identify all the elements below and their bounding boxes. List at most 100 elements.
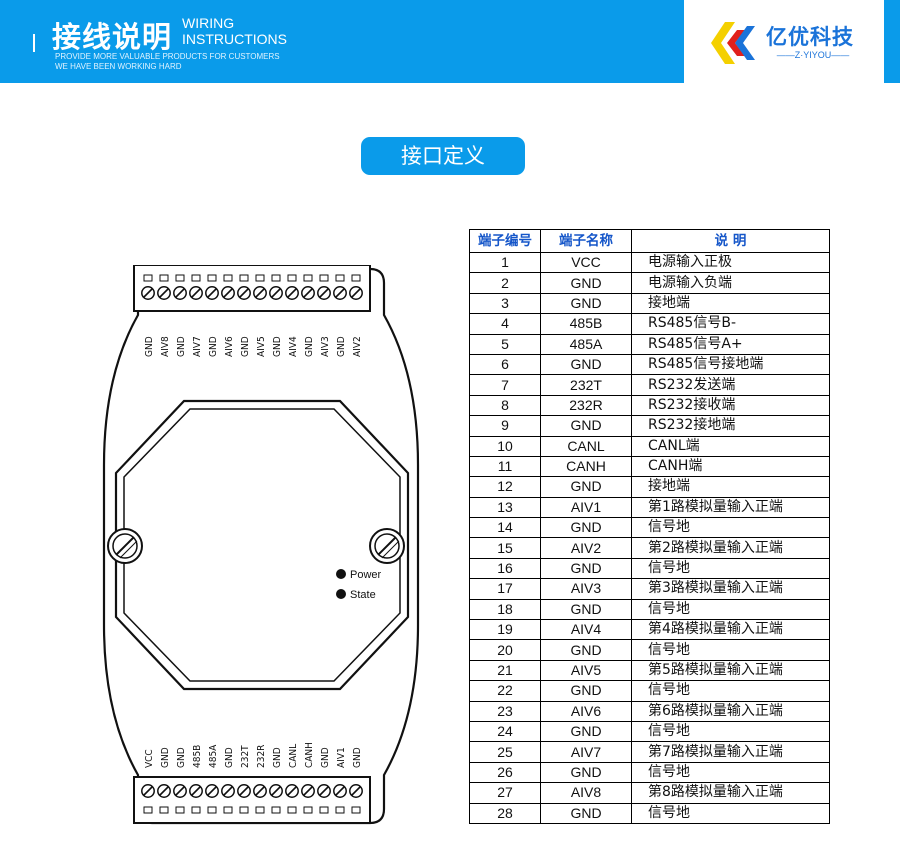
description-cell: 电源输入正极 — [631, 251, 830, 274]
terminal-slot — [303, 806, 313, 814]
description-cell: CANH端 — [631, 455, 830, 478]
terminal-number-cell: 13 — [469, 496, 541, 519]
terminal-label: GND — [240, 336, 251, 357]
terminal-name-cell: GND — [540, 517, 632, 539]
top-terminal-screws — [141, 274, 363, 300]
section-title: 接口定义 — [361, 137, 525, 175]
terminal-number-cell: 28 — [469, 802, 541, 824]
terminal-name-cell: CANL — [540, 435, 632, 457]
terminal-name-cell: AIV4 — [540, 619, 632, 641]
brand-name: 亿优科技 — [766, 25, 854, 49]
terminal-label: GND — [208, 336, 219, 357]
description-cell: 第6路模拟量输入正端 — [631, 700, 830, 722]
terminal-number-cell: 12 — [469, 476, 541, 498]
terminal-name-cell: CANH — [540, 455, 632, 478]
terminal-name-cell: 485B — [540, 313, 632, 335]
terminal-slot — [207, 274, 217, 282]
terminal-slot — [351, 806, 361, 814]
terminal-name-cell: AIV7 — [540, 741, 632, 763]
description-cell: 第5路模拟量输入正端 — [631, 659, 830, 682]
terminal-number-cell: 18 — [469, 598, 541, 621]
description-cell: 第8路模拟量输入正端 — [631, 782, 830, 804]
terminal-name-cell: GND — [540, 292, 632, 315]
terminal-number-cell: 1 — [469, 251, 541, 274]
header-terminal-name: 端子名称 — [540, 229, 632, 253]
terminal-number-cell: 11 — [469, 455, 541, 478]
header-banner — [0, 0, 684, 83]
front-panel — [114, 399, 410, 691]
description-cell: 第2路模拟量输入正端 — [631, 537, 830, 559]
power-led-icon — [336, 569, 346, 579]
terminal-name-cell: GND — [540, 720, 632, 743]
terminal-label: GND — [160, 747, 171, 768]
terminal-label: GND — [272, 336, 283, 357]
terminal-label: GND — [144, 336, 155, 357]
description-cell: RS232接收端 — [631, 394, 830, 417]
header-description: 说 明 — [631, 229, 830, 253]
terminal-name-cell: GND — [540, 272, 632, 294]
terminal-slot — [239, 806, 249, 814]
terminal-slot — [255, 806, 265, 814]
description-cell: 电源输入负端 — [631, 272, 830, 294]
terminal-name-cell: GND — [540, 476, 632, 498]
terminal-slot — [287, 274, 297, 282]
brand-subtitle: ——Z·YIYOU—— — [776, 50, 850, 60]
description-cell: RS485信号B- — [631, 313, 830, 335]
description-cell: 信号地 — [631, 720, 830, 743]
page-title: 接线说明 — [52, 20, 173, 54]
terminal-number-cell: 7 — [469, 374, 541, 396]
description-cell: RS232发送端 — [631, 374, 830, 396]
terminal-label: GND — [224, 747, 235, 768]
description-cell: CANL端 — [631, 435, 830, 457]
terminal-number-cell: 27 — [469, 782, 541, 804]
terminal-number-cell: 22 — [469, 680, 541, 702]
terminal-name-cell: VCC — [540, 251, 632, 274]
terminal-name-cell: AIV6 — [540, 700, 632, 722]
terminal-name-cell: AIV1 — [540, 496, 632, 519]
terminal-number-cell: 4 — [469, 313, 541, 335]
description-cell: 信号地 — [631, 557, 830, 580]
terminal-slot — [207, 806, 217, 814]
terminal-label: 232T — [240, 745, 251, 768]
terminal-slot — [271, 806, 281, 814]
terminal-number-cell: 19 — [469, 619, 541, 641]
terminal-name-cell: GND — [540, 415, 632, 437]
terminal-number-cell: 15 — [469, 537, 541, 559]
terminal-name-cell: GND — [540, 761, 632, 784]
top-terminal-block — [133, 265, 371, 312]
terminal-name-cell: GND — [540, 802, 632, 824]
terminal-name-cell: GND — [540, 557, 632, 580]
terminal-number-cell: 26 — [469, 761, 541, 784]
terminal-name-cell: AIV2 — [540, 537, 632, 559]
terminal-number-cell: 23 — [469, 700, 541, 722]
terminal-slot — [143, 806, 153, 814]
terminal-slot — [175, 274, 185, 282]
terminal-label: CANL — [288, 744, 299, 768]
tagline-line2: WE HAVE BEEN WORKING HARD — [55, 62, 182, 71]
terminal-number-cell: 24 — [469, 720, 541, 743]
terminal-slot — [239, 274, 249, 282]
description-cell: RS485信号接地端 — [631, 353, 830, 376]
terminal-label: VCC — [144, 749, 155, 768]
header-terminal-number: 端子编号 — [469, 229, 541, 253]
brand-logo-icon — [711, 22, 755, 64]
terminal-label: 232R — [256, 745, 267, 768]
description-cell: 信号地 — [631, 639, 830, 661]
title-english-line1: WIRING — [182, 15, 235, 31]
